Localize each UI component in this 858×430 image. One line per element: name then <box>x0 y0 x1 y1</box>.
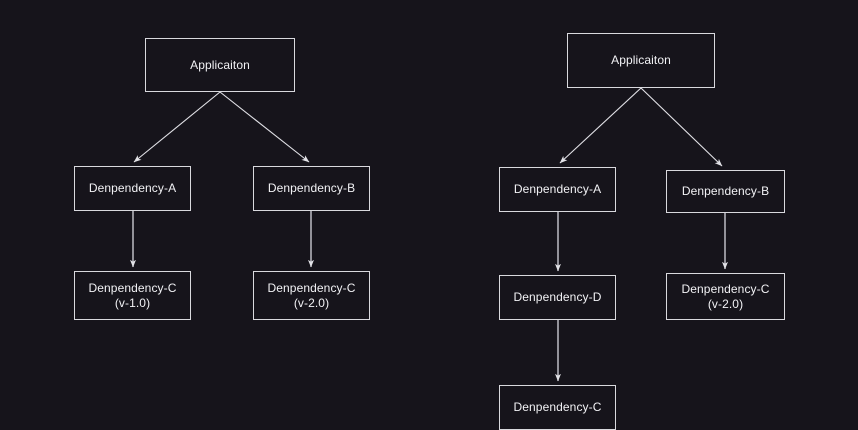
diagram-canvas: Applicaiton Denpendency-A Denpendency-B … <box>74 33 785 430</box>
node-dependency-c-clipped-right[interactable]: Denpendency-C <box>499 385 616 430</box>
node-label: Denpendency-B <box>267 181 356 195</box>
node-label: Denpendency-C <box>513 400 602 414</box>
node-sublabel: (v-2.0) <box>707 296 744 311</box>
node-label: Denpendency-B <box>681 184 770 198</box>
node-label: Denpendency-C <box>681 281 770 296</box>
node-sublabel: (v-2.0) <box>293 295 330 310</box>
node-label: Applicaiton <box>611 53 671 67</box>
node-dependency-a-right[interactable]: Denpendency-A <box>499 167 616 212</box>
node-label: Denpendency-A <box>513 182 602 196</box>
node-dependency-c-v2-right[interactable]: Denpendency-C (v-2.0) <box>666 273 785 320</box>
node-label: Applicaiton <box>190 57 250 72</box>
node-dependency-c-v1-left[interactable]: Denpendency-C (v-1.0) <box>74 271 191 320</box>
node-application-left[interactable]: Applicaiton <box>145 38 295 92</box>
node-dependency-c-v2-left[interactable]: Denpendency-C (v-2.0) <box>253 271 370 320</box>
node-label: Denpendency-A <box>88 181 177 195</box>
node-dependency-b-right[interactable]: Denpendency-B <box>666 170 785 213</box>
edge-app-to-dependency-a-right <box>559 87 642 164</box>
edge-app-to-dependency-a <box>133 91 221 163</box>
node-label: Denpendency-D <box>513 290 602 304</box>
edge-app-to-dependency-b-right <box>640 87 723 167</box>
node-dependency-b-left[interactable]: Denpendency-B <box>253 166 370 211</box>
node-label: Denpendency-C <box>267 280 356 295</box>
node-dependency-a-left[interactable]: Denpendency-A <box>74 166 191 211</box>
node-application-right[interactable]: Applicaiton <box>567 33 715 88</box>
node-label: Denpendency-C <box>88 280 177 295</box>
node-dependency-d-right[interactable]: Denpendency-D <box>499 275 616 320</box>
edge-app-to-dependency-b <box>219 91 310 163</box>
node-sublabel: (v-1.0) <box>114 295 151 310</box>
